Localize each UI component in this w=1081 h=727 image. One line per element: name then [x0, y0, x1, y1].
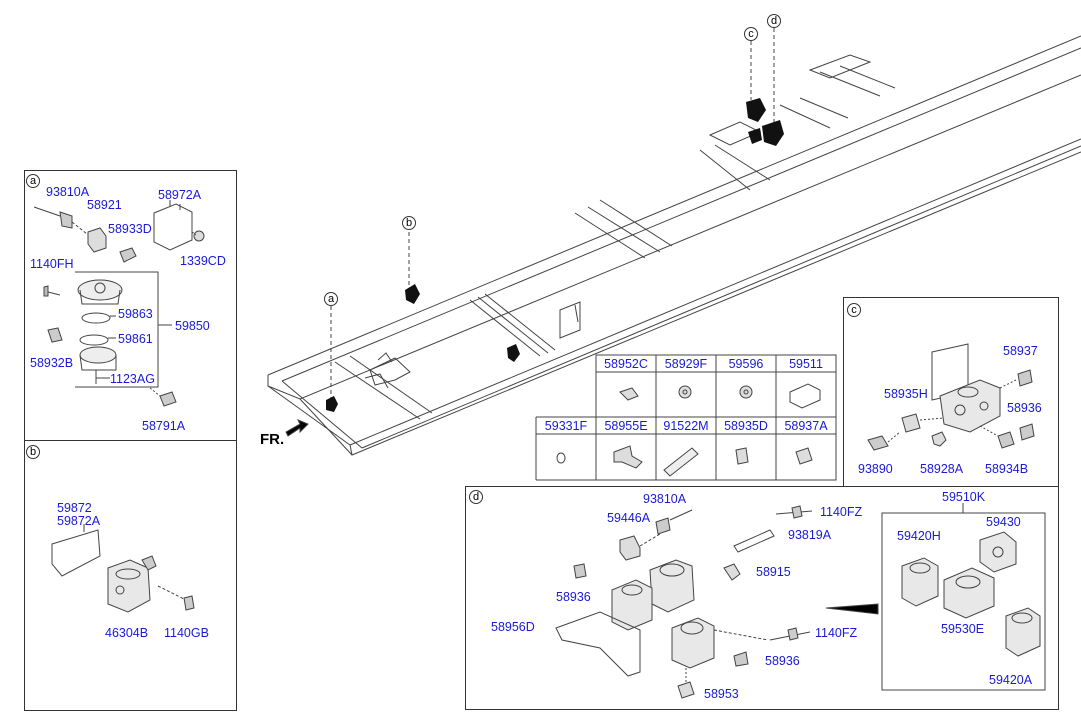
panel-b-drawing: [51, 524, 195, 613]
panel-b-callout: b: [26, 445, 40, 459]
table-part-58937A[interactable]: 58937A: [784, 419, 828, 433]
panel-d-callout: d: [469, 490, 483, 504]
chassis-part-markers: [326, 98, 784, 412]
part-58936-d-bottom[interactable]: 58936: [765, 654, 800, 668]
part-59863[interactable]: 59863: [118, 307, 153, 321]
part-58953[interactable]: 58953: [704, 687, 739, 701]
chassis-frame: [267, 35, 1081, 456]
part-59420H[interactable]: 59420H: [897, 529, 941, 543]
part-93819A[interactable]: 93819A: [788, 528, 832, 542]
callout-c-chassis[interactable]: c: [744, 27, 758, 41]
callout-a-chassis[interactable]: a: [324, 292, 338, 306]
part-59420A[interactable]: 59420A: [989, 673, 1033, 687]
front-arrow-icon: [285, 419, 309, 437]
parts-table-grid: [535, 354, 837, 481]
part-59510K[interactable]: 59510K: [942, 490, 986, 504]
panel-d: [465, 486, 1059, 710]
table-part-59511[interactable]: 59511: [789, 357, 823, 371]
part-59446A[interactable]: 59446A: [607, 511, 651, 525]
table-part-58929F[interactable]: 58929F: [664, 357, 708, 371]
part-93810A[interactable]: 93810A: [46, 185, 90, 199]
part-58934B[interactable]: 58934B: [985, 462, 1029, 476]
part-1140FZ-top[interactable]: 1140FZ: [820, 505, 863, 519]
table-part-91522M[interactable]: 91522M: [663, 419, 709, 433]
part-58972A[interactable]: 58972A: [158, 188, 202, 202]
part-58791A[interactable]: 58791A: [142, 419, 186, 433]
front-indicator: FR.: [260, 431, 285, 448]
panel-a-drawing: [33, 200, 205, 407]
part-1123AG[interactable]: 1123AG: [110, 372, 155, 386]
part-93890[interactable]: 93890: [858, 462, 893, 476]
part-58937[interactable]: 58937: [1003, 344, 1038, 358]
panel-a: [24, 170, 237, 441]
part-1140FH[interactable]: 1140FH: [30, 257, 74, 271]
part-1339CD[interactable]: 1339CD: [180, 254, 226, 268]
part-1140GB[interactable]: 1140GB: [164, 626, 209, 640]
panel-a-callout: a: [26, 174, 40, 188]
panel-d-drawing: [555, 503, 1046, 699]
part-58921[interactable]: 58921: [87, 198, 122, 212]
panel-c: [843, 297, 1059, 487]
part-59430[interactable]: 59430: [986, 515, 1021, 529]
table-part-59331F[interactable]: 59331F: [544, 419, 588, 433]
table-part-58952C[interactable]: 58952C: [604, 357, 648, 371]
part-58935H[interactable]: 58935H: [884, 387, 928, 401]
part-59861[interactable]: 59861: [118, 332, 153, 346]
part-58956D[interactable]: 58956D: [491, 620, 535, 634]
panel-c-drawing: [867, 343, 1035, 451]
callout-b-chassis[interactable]: b: [402, 216, 416, 230]
part-59850[interactable]: 59850: [175, 319, 210, 333]
part-93810A-d[interactable]: 93810A: [643, 492, 687, 506]
table-part-58935D[interactable]: 58935D: [724, 419, 768, 433]
part-59872A[interactable]: 59872A: [57, 514, 101, 528]
panel-c-callout: c: [847, 303, 861, 317]
part-58915[interactable]: 58915: [756, 565, 791, 579]
part-58928A[interactable]: 58928A: [920, 462, 964, 476]
table-part-59596[interactable]: 59596: [728, 357, 764, 371]
callout-leaders: [330, 28, 775, 405]
part-59872[interactable]: 59872: [57, 501, 92, 515]
panel-b: [24, 440, 237, 711]
part-58932B[interactable]: 58932B: [30, 356, 74, 370]
part-1140FZ-mid[interactable]: 1140FZ: [815, 626, 858, 640]
part-58933D[interactable]: 58933D: [108, 222, 152, 236]
part-58936-c[interactable]: 58936: [1007, 401, 1042, 415]
table-part-58955E[interactable]: 58955E: [604, 419, 648, 433]
part-59530E[interactable]: 59530E: [941, 622, 985, 636]
part-58936-d-left[interactable]: 58936: [556, 590, 591, 604]
part-46304B[interactable]: 46304B: [105, 626, 149, 640]
callout-d-chassis[interactable]: d: [767, 14, 781, 28]
